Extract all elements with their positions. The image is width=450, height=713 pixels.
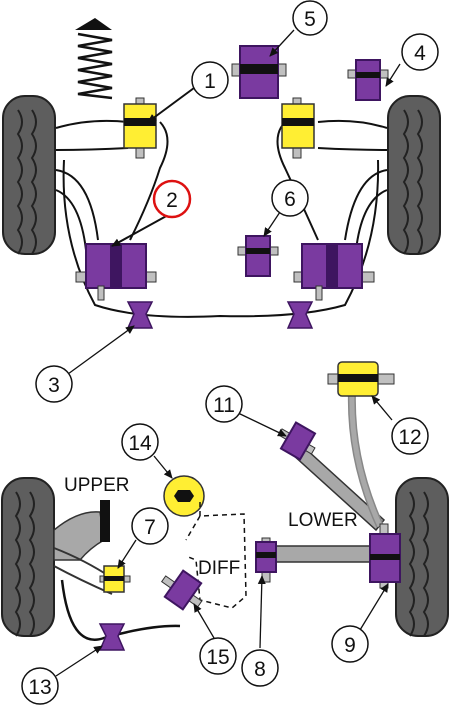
svg-text:4: 4: [414, 42, 426, 65]
callout-3: 3: [35, 365, 73, 403]
bush-14-yellow: [163, 475, 205, 517]
bush-1-yellow-right: [281, 97, 315, 159]
label-diff: DIFF: [198, 558, 240, 579]
svg-text:11: 11: [213, 394, 235, 417]
lower-arm: [267, 545, 379, 563]
label-lower: LOWER: [288, 510, 358, 531]
svg-text:9: 9: [344, 634, 356, 657]
rear-anti-roll-bar: [60, 579, 181, 641]
svg-text:13: 13: [28, 676, 51, 699]
bush-11-purple: [277, 421, 317, 461]
bush-2-purple-right: [293, 243, 375, 301]
callout-12: 12: [391, 417, 429, 455]
tyre-front-right: [387, 95, 441, 255]
diff-housing: [185, 502, 247, 609]
svg-text:12: 12: [398, 426, 421, 449]
callout-7: 7: [131, 507, 169, 545]
tyre-front-left: [2, 95, 56, 255]
bush-9-purple: [369, 523, 401, 589]
bush-1-yellow: [123, 97, 157, 159]
tyre-rear-left: [1, 477, 55, 637]
callout-1: 1: [191, 61, 229, 99]
callout-leaders: [55, 29, 401, 677]
svg-text:14: 14: [128, 432, 152, 455]
svg-text:1: 1: [204, 70, 216, 93]
bush-12-yellow: [327, 361, 395, 397]
svg-text:5: 5: [304, 8, 316, 31]
bush-4-purple: [347, 59, 389, 101]
callout-9: 9: [331, 625, 369, 663]
svg-text:8: 8: [254, 658, 266, 681]
svg-text:2: 2: [166, 189, 178, 212]
bush-8-purple: [255, 537, 277, 583]
svg-text:15: 15: [206, 646, 229, 669]
callout-15: 15: [199, 637, 237, 675]
callout-14: 14: [121, 423, 159, 461]
bush-6-purple: [237, 235, 279, 277]
svg-text:3: 3: [48, 374, 60, 397]
callout-2: 2: [152, 179, 192, 219]
callout-13: 13: [21, 667, 59, 705]
callout-6: 6: [271, 179, 309, 217]
coil-spring: [75, 18, 113, 100]
label-upper: UPPER: [64, 475, 129, 496]
front-subframe-outline: [55, 119, 388, 318]
callout-11: 11: [205, 385, 243, 423]
bush-7-yellow: [99, 565, 131, 593]
tyre-rear-right: [395, 477, 449, 637]
svg-text:7: 7: [144, 516, 156, 539]
callout-5: 5: [292, 0, 328, 36]
bush-3-purple: [126, 301, 314, 329]
callout-8: 8: [241, 649, 279, 687]
callout-4: 4: [401, 33, 439, 71]
bush-15-purple: [160, 569, 203, 611]
svg-text:6: 6: [284, 188, 296, 211]
bush-5-purple: [231, 45, 287, 99]
bush-13-purple: [98, 623, 126, 651]
bush-2-purple: [75, 243, 157, 301]
